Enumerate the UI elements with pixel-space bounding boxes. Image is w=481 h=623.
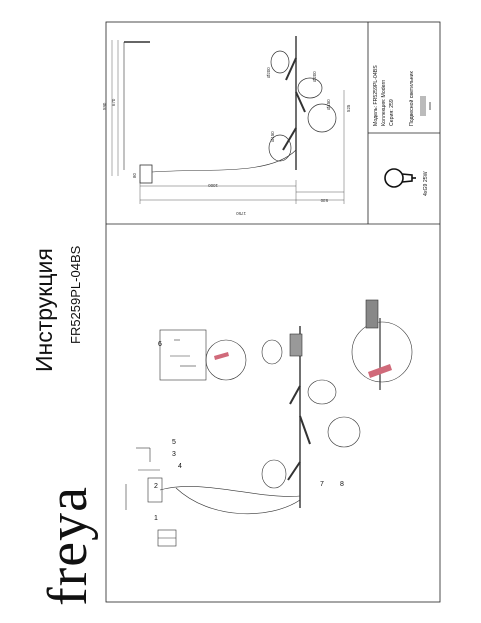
info-model: Модель: FR5259PL-04BS: [373, 65, 379, 126]
step-4: 4: [178, 463, 182, 470]
dim-d2: Ø200: [312, 71, 317, 82]
dim-ceiling-drop: 590: [102, 102, 107, 110]
pink-arrow-icon: [368, 364, 392, 378]
info-type: Подвесной светильник: [409, 71, 415, 126]
lamp-spec: 4xG9 25W: [423, 171, 429, 196]
dim-d1: Ø200: [266, 67, 271, 78]
step-1: 1: [154, 515, 158, 522]
step-2: 2: [154, 483, 158, 490]
step-6: 6: [158, 341, 162, 348]
assembly-drawing: [125, 299, 413, 547]
panel-border: [105, 21, 441, 603]
step-3: 3: [172, 451, 176, 458]
dimension-drawing: [111, 36, 345, 204]
step-7: 7: [320, 481, 324, 488]
pendant-type-icon: [420, 96, 431, 116]
step-8: 8: [340, 481, 344, 488]
dim-side: 525: [346, 104, 351, 112]
brand-logo: freya: [37, 485, 99, 606]
dim-height: 670: [111, 98, 116, 106]
model-code: FR5259PL-04BS: [68, 245, 83, 344]
bulb-icon: [384, 168, 416, 188]
info-collection: Коллекция: Modern: [381, 79, 387, 126]
dim-cap: 80: [132, 173, 137, 178]
dim-total-length: 1750: [236, 211, 246, 216]
dim-arm-length: 1000: [208, 183, 218, 188]
document-title: Инструкция: [31, 248, 57, 372]
dim-segment: 530: [320, 198, 328, 203]
dim-d4: Ø150: [270, 131, 275, 142]
info-series: Серия: 259: [389, 99, 395, 126]
pink-arrow-icon-detail: [214, 352, 229, 360]
step-5: 5: [172, 439, 176, 446]
dim-d3: Ø150: [326, 99, 331, 110]
